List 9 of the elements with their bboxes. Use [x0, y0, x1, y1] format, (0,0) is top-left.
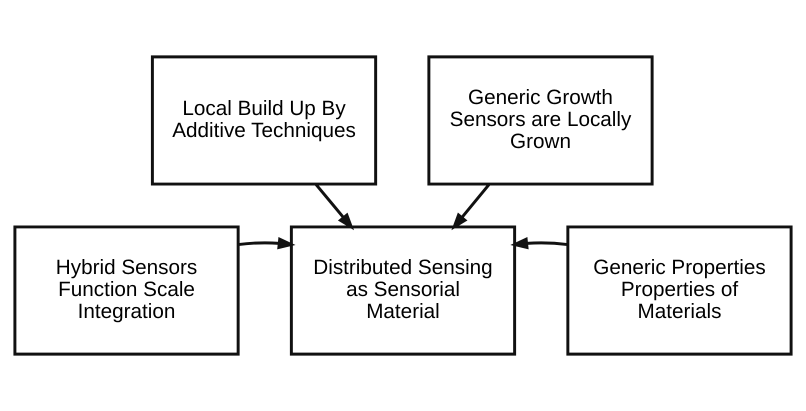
- arrow: [238, 237, 296, 250]
- arrow: [510, 237, 568, 250]
- node-box: Distributed Sensing as Sensorial Material: [290, 225, 516, 356]
- arrow: [451, 183, 490, 230]
- node-box: Generic Growth Sensors are Locally Grown: [427, 55, 654, 186]
- node-box: Hybrid Sensors Function Scale Integration: [13, 225, 240, 356]
- node-box: Generic Properties Properties of Materials: [566, 225, 793, 356]
- node-box: Local Build Up By Additive Techniques: [150, 55, 378, 186]
- arrow: [314, 183, 354, 230]
